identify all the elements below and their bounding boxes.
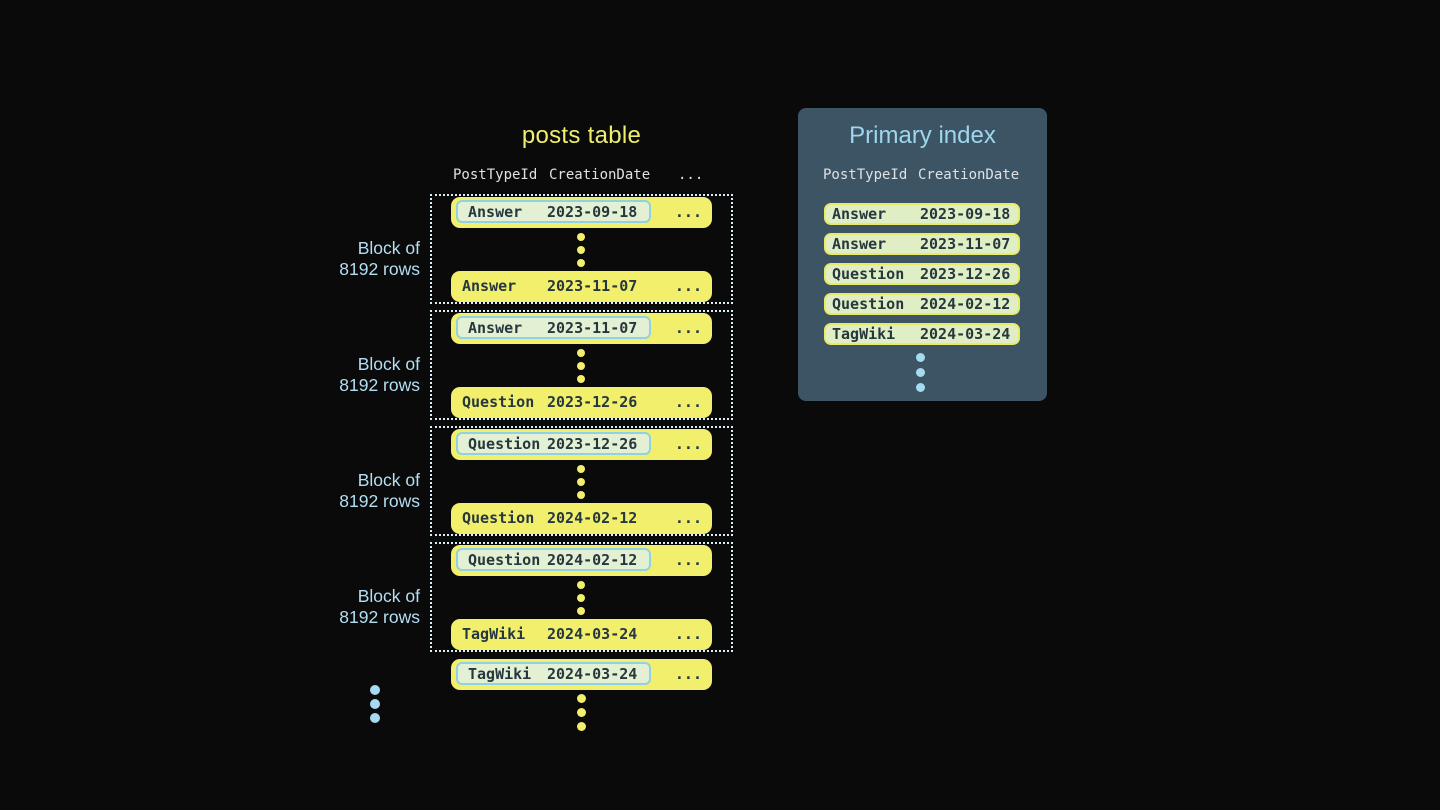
- table-row: Question 2024-02-12 ...: [451, 545, 712, 576]
- block-label-line1: Block of: [357, 238, 420, 258]
- more-columns-ellipsis-icon: ...: [674, 665, 702, 683]
- cell-posttypeid: Answer: [462, 277, 517, 295]
- cell-creationdate: 2023-09-18: [547, 203, 638, 221]
- block-label: Block of 8192 rows: [285, 470, 420, 512]
- cell-creationdate: 2023-12-26: [547, 435, 638, 453]
- highlighted-index-cell: Question 2023-12-26: [456, 432, 651, 455]
- index-row: Answer 2023-11-07: [824, 233, 1020, 255]
- table-row: Answer 2023-09-18 ...: [451, 197, 712, 228]
- block-label-line2: 8192 rows: [339, 607, 420, 627]
- more-columns-ellipsis-icon: ...: [674, 551, 702, 569]
- highlighted-index-cell: TagWiki 2024-03-24: [456, 662, 651, 685]
- highlighted-index-cell: Answer 2023-09-18: [456, 200, 651, 223]
- block-label-line2: 8192 rows: [339, 259, 420, 279]
- index-row: TagWiki 2024-03-24: [824, 323, 1020, 345]
- table-row: Question 2023-12-26 ...: [451, 387, 712, 418]
- highlighted-index-cell: Answer 2023-11-07: [456, 316, 651, 339]
- cell-creationdate: 2023-11-07: [547, 277, 638, 295]
- more-columns-ellipsis-icon: ...: [674, 625, 702, 643]
- more-columns-ellipsis-icon: ...: [674, 509, 702, 527]
- cell-creationdate: 2024-03-24: [920, 325, 1011, 343]
- block-2: Answer 2023-11-07 ... Question 2023-12-2…: [430, 310, 733, 420]
- cell-posttypeid: TagWiki: [462, 625, 526, 643]
- table-row: Answer 2023-11-07 ...: [451, 313, 712, 344]
- primary-index-title: Primary index: [849, 122, 996, 149]
- hidden-rows-ellipsis-icon: [577, 233, 585, 267]
- block-label-line2: 8192 rows: [339, 491, 420, 511]
- block-label-line2: 8192 rows: [339, 375, 420, 395]
- posts-column-header-posttypeid: PostTypeId: [453, 167, 538, 183]
- block-4: Question 2024-02-12 ... TagWiki 2024-03-…: [430, 542, 733, 652]
- more-rows-ellipsis-icon: [577, 694, 586, 731]
- table-row: TagWiki 2024-03-24 ...: [451, 659, 712, 690]
- table-row: Question 2024-02-12 ...: [451, 503, 712, 534]
- cell-creationdate: 2023-12-26: [547, 393, 638, 411]
- cell-posttypeid: Question: [832, 295, 905, 313]
- index-row: Question 2024-02-12: [824, 293, 1020, 315]
- cell-creationdate: 2023-12-26: [920, 265, 1011, 283]
- more-blocks-ellipsis-icon: [370, 685, 380, 723]
- block-3: Question 2023-12-26 ... Question 2024-02…: [430, 426, 733, 536]
- index-row: Question 2023-12-26: [824, 263, 1020, 285]
- index-column-header-creationdate: CreationDate: [918, 167, 1020, 183]
- more-columns-ellipsis-icon: ...: [674, 203, 702, 221]
- cell-creationdate: 2023-11-07: [547, 319, 638, 337]
- primary-index-panel: Primary index PostTypeId CreationDate An…: [798, 108, 1047, 401]
- cell-posttypeid: Question: [468, 551, 541, 569]
- block-label: Block of 8192 rows: [285, 354, 420, 396]
- highlighted-index-cell: Question 2024-02-12: [456, 548, 651, 571]
- block-label: Block of 8192 rows: [285, 238, 420, 280]
- cell-creationdate: 2024-02-12: [547, 509, 638, 527]
- more-columns-ellipsis-icon: ...: [678, 167, 704, 183]
- block-label: Block of 8192 rows: [285, 586, 420, 628]
- cell-posttypeid: Question: [468, 435, 541, 453]
- more-columns-ellipsis-icon: ...: [674, 319, 702, 337]
- cell-posttypeid: Answer: [468, 319, 523, 337]
- hidden-rows-ellipsis-icon: [577, 581, 585, 615]
- block-label-line1: Block of: [357, 586, 420, 606]
- posts-column-header-creationdate: CreationDate: [549, 167, 651, 183]
- index-column-header-posttypeid: PostTypeId: [823, 167, 908, 183]
- block-1: Answer 2023-09-18 ... Answer 2023-11-07 …: [430, 194, 733, 304]
- table-row: TagWiki 2024-03-24 ...: [451, 619, 712, 650]
- cell-creationdate: 2024-02-12: [920, 295, 1011, 313]
- more-columns-ellipsis-icon: ...: [674, 393, 702, 411]
- cell-creationdate: 2024-03-24: [547, 625, 638, 643]
- cell-posttypeid: Question: [832, 265, 905, 283]
- cell-posttypeid: Question: [462, 393, 535, 411]
- cell-posttypeid: TagWiki: [468, 665, 532, 683]
- cell-posttypeid: Answer: [832, 205, 887, 223]
- more-index-entries-ellipsis-icon: [916, 353, 925, 392]
- cell-posttypeid: TagWiki: [832, 325, 896, 343]
- cell-creationdate: 2024-02-12: [547, 551, 638, 569]
- posts-table-title: posts table: [521, 122, 642, 149]
- hidden-rows-ellipsis-icon: [577, 465, 585, 499]
- block-label-line1: Block of: [357, 470, 420, 490]
- table-row: Answer 2023-11-07 ...: [451, 271, 712, 302]
- block-label-line1: Block of: [357, 354, 420, 374]
- cell-creationdate: 2024-03-24: [547, 665, 638, 683]
- cell-creationdate: 2023-09-18: [920, 205, 1011, 223]
- cell-posttypeid: Answer: [468, 203, 523, 221]
- hidden-rows-ellipsis-icon: [577, 349, 585, 383]
- cell-posttypeid: Question: [462, 509, 535, 527]
- more-columns-ellipsis-icon: ...: [674, 277, 702, 295]
- table-row: Question 2023-12-26 ...: [451, 429, 712, 460]
- index-row: Answer 2023-09-18: [824, 203, 1020, 225]
- more-columns-ellipsis-icon: ...: [674, 435, 702, 453]
- cell-posttypeid: Answer: [832, 235, 887, 253]
- cell-creationdate: 2023-11-07: [920, 235, 1011, 253]
